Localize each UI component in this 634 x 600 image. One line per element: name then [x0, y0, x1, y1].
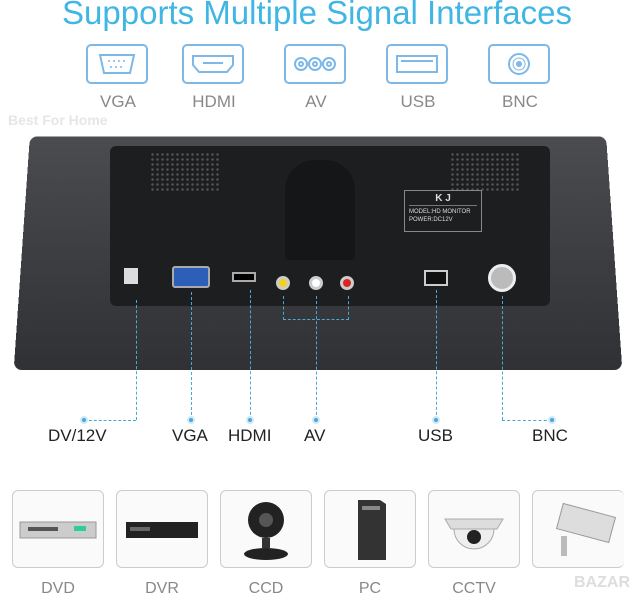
dome-camera-icon — [444, 518, 504, 550]
headline: Supports Multiple Signal Interfaces — [62, 0, 572, 31]
bnc-port-icon — [488, 44, 550, 84]
port-label-dc: DV/12V — [48, 426, 107, 445]
av-white-jack-icon — [309, 276, 323, 290]
connector-dot — [312, 416, 320, 424]
interface-label: VGA — [100, 92, 136, 111]
interface-vga: VGA — [86, 44, 150, 111]
usb-port-icon — [424, 270, 448, 286]
model-text: MODEL:HD MONITOR — [409, 209, 471, 215]
connector-dot — [246, 416, 254, 424]
connector-line — [502, 420, 552, 421]
connector-line — [250, 290, 251, 420]
connector-line — [191, 292, 192, 420]
device-label: PC — [358, 580, 382, 597]
port-label-usb: USB — [418, 426, 453, 445]
connector-dot — [187, 416, 195, 424]
bullet-camera-icon — [555, 502, 616, 556]
connector-line — [436, 290, 437, 420]
interface-label: USB — [400, 92, 436, 111]
speaker-grill-icon — [450, 152, 520, 192]
device-label: DVR — [145, 580, 179, 597]
interface-label: AV — [305, 92, 327, 111]
dvd-player-icon — [19, 521, 97, 539]
bnc-port-icon — [488, 264, 516, 292]
hdmi-port-icon — [232, 272, 256, 282]
device-dvr — [116, 490, 208, 568]
device-label: CCD — [248, 580, 284, 597]
device-cctv — [428, 490, 520, 568]
device-label: CCTV — [452, 580, 496, 597]
usb-port-icon — [386, 44, 448, 84]
device-pc — [324, 490, 416, 568]
connector-line — [84, 420, 136, 421]
dvr-recorder-icon — [126, 522, 198, 538]
port-label-bnc: BNC — [532, 426, 568, 445]
device-ccd — [220, 490, 312, 568]
corner-logo: BAZAR — [574, 574, 630, 591]
interface-label: BNC — [502, 92, 538, 111]
port-label-hdmi: HDMI — [228, 426, 272, 445]
av-red-jack-icon — [340, 276, 354, 290]
connector-dot — [548, 416, 556, 424]
vga-port-icon — [86, 44, 148, 84]
port-label-vga: VGA — [172, 426, 208, 445]
av-yellow-jack-icon — [276, 276, 290, 290]
speaker-grill-icon — [150, 152, 220, 192]
interface-av: AV — [284, 44, 348, 111]
vga-port-icon — [172, 266, 210, 288]
brand-text: K J — [409, 193, 477, 206]
port-label-av: AV — [304, 426, 326, 445]
connector-dot — [432, 416, 440, 424]
interface-hdmi: HDMI — [182, 44, 246, 111]
av-port-icon — [284, 44, 346, 84]
interface-usb: USB — [386, 44, 450, 111]
monitor-nameplate: K J MODEL:HD MONITOR POWER:DC12V — [404, 190, 482, 232]
connector-line — [136, 300, 137, 420]
stand-mount — [285, 160, 355, 260]
hdmi-port-icon — [182, 44, 244, 84]
connector-line — [502, 296, 503, 420]
device-camera — [532, 490, 624, 568]
power-text: POWER:DC12V — [409, 217, 453, 223]
dc-port-icon — [124, 268, 138, 284]
device-dvd — [12, 490, 104, 568]
webcam-icon — [244, 502, 288, 560]
interface-label: HDMI — [192, 92, 236, 111]
connector-line — [316, 296, 317, 420]
pc-tower-icon — [358, 500, 386, 560]
interface-bnc: BNC — [488, 44, 552, 111]
connector-dot — [80, 416, 88, 424]
watermark: Best For Home — [8, 112, 108, 128]
device-label: DVD — [41, 580, 75, 597]
